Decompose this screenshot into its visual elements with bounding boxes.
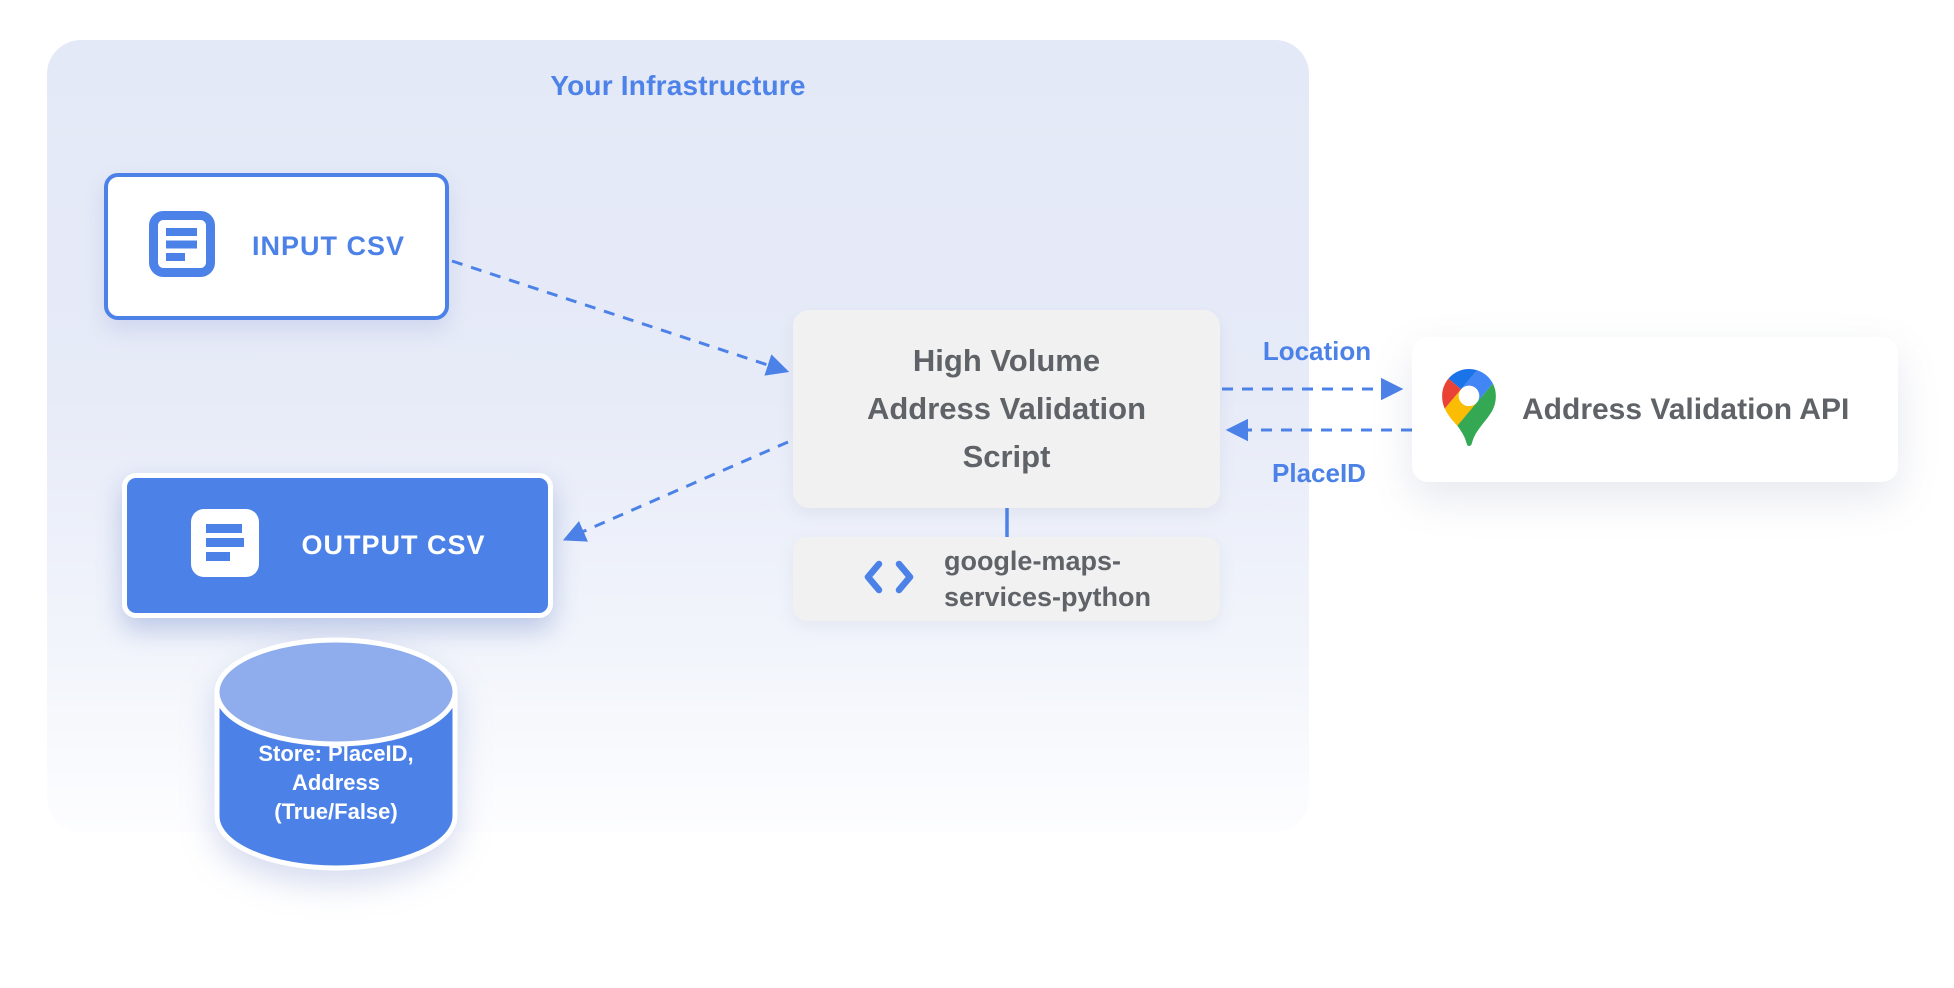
datastore-cylinder [214, 637, 458, 871]
input-csv-label: INPUT CSV [251, 231, 406, 261]
code-icon [862, 558, 916, 601]
location-label: Location [1262, 336, 1372, 366]
document-icon [189, 507, 261, 584]
output-csv-box: OUTPUT CSV [122, 473, 553, 618]
api-label: Address Validation API [1522, 392, 1850, 426]
infrastructure-title: Your Infrastructure [550, 70, 806, 101]
document-icon [148, 210, 216, 283]
input-csv-box: INPUT CSV [104, 173, 449, 320]
api-box: Address Validation API [1412, 337, 1898, 482]
script-box: High Volume Address Validation Script [793, 310, 1220, 508]
script-label: High Volume Address Validation Script [866, 343, 1147, 474]
library-box: google-maps- services-python [793, 537, 1220, 621]
datastore-label: Store: PlaceID, Address (True/False) [258, 741, 414, 824]
google-maps-pin-icon [1442, 368, 1496, 451]
placeid-label: PlaceID [1272, 458, 1366, 488]
output-csv-label: OUTPUT CSV [301, 530, 486, 560]
library-label: google-maps- services-python [943, 546, 1152, 612]
